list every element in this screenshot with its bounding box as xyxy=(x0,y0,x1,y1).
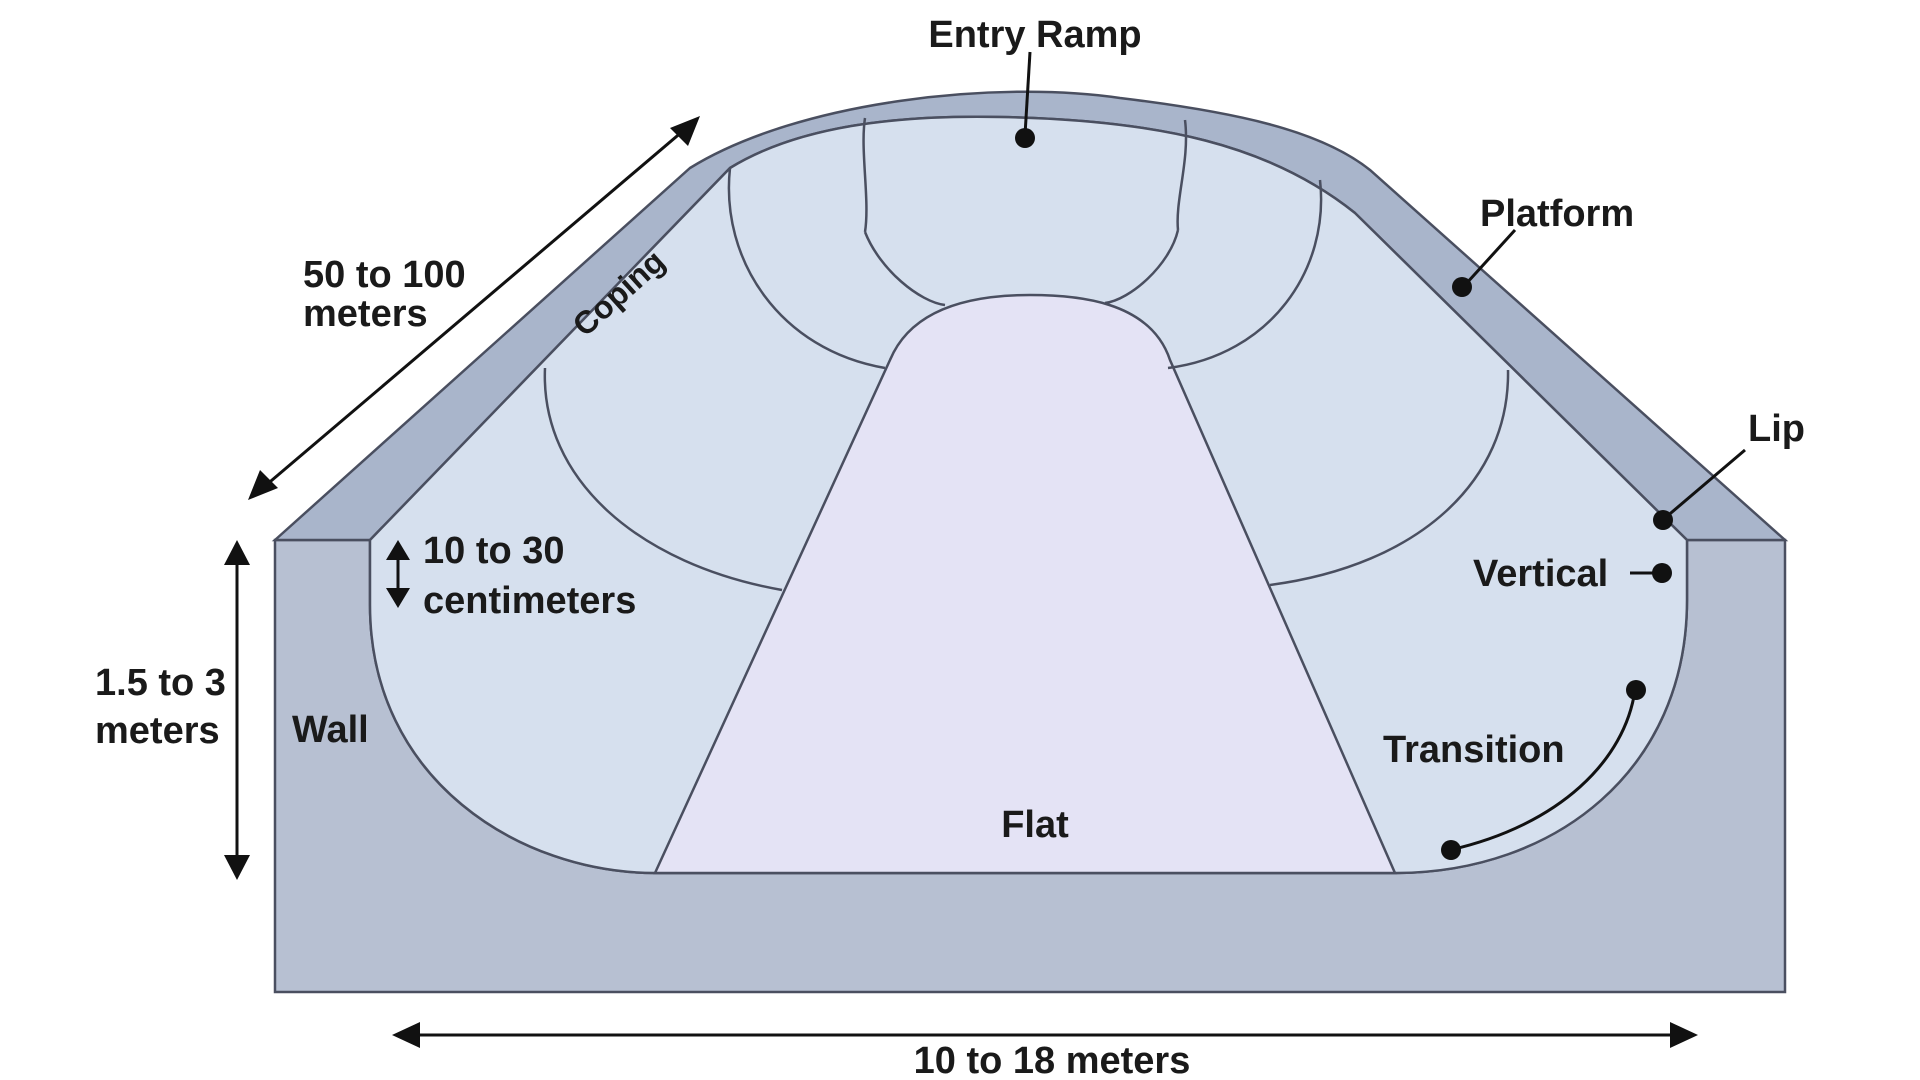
height-arrowhead-bottom xyxy=(224,855,250,880)
transition-dot-top xyxy=(1626,680,1646,700)
entry-ramp-leader xyxy=(1023,51,1032,136)
transition-seam xyxy=(1104,229,1180,305)
flat-bottom xyxy=(653,293,1397,875)
transition-seam xyxy=(1167,179,1323,370)
coping-dimension-label-2: centimeters xyxy=(423,580,636,622)
transition-seam xyxy=(863,231,946,307)
width-dimension-label: 10 to 18 meters xyxy=(914,1040,1191,1080)
entry-ramp-label: Entry Ramp xyxy=(928,14,1141,56)
flat-label: Flat xyxy=(1001,804,1069,846)
transition-seam xyxy=(1176,119,1188,231)
transition-arc xyxy=(1449,689,1637,852)
entry-ramp-dot xyxy=(1015,128,1035,148)
width-arrowhead-left xyxy=(392,1022,420,1048)
platform-label: Platform xyxy=(1480,193,1634,235)
vertical-label: Vertical xyxy=(1473,553,1608,595)
lip-leader xyxy=(1664,448,1746,520)
transition-seam xyxy=(543,367,783,592)
platform-leader xyxy=(1463,228,1517,287)
vertical-dot xyxy=(1652,563,1672,583)
length-dimension-label-1: 50 to 100 xyxy=(303,254,466,296)
height-arrowhead-top xyxy=(224,540,250,565)
length-arrowhead-top xyxy=(670,116,700,146)
wall-label: Wall xyxy=(292,709,369,751)
length-dimension-label-2: meters xyxy=(303,293,428,335)
length-dimension-arrow xyxy=(257,123,691,494)
height-dimension-label-2: meters xyxy=(95,710,220,752)
transition-label: Transition xyxy=(1383,729,1565,771)
coping-arrowhead-bottom xyxy=(386,588,410,608)
coping-arrowhead-top xyxy=(386,540,410,560)
transition-seam xyxy=(1269,369,1510,587)
height-dimension-label-1: 1.5 to 3 xyxy=(95,662,226,704)
lip-dot xyxy=(1653,510,1673,530)
platform-dot xyxy=(1452,277,1472,297)
lip-label: Lip xyxy=(1748,408,1805,450)
coping-dimension-label-1: 10 to 30 xyxy=(423,530,565,572)
width-arrowhead-right xyxy=(1670,1022,1698,1048)
transition-seam xyxy=(727,167,886,370)
transition-dot-bottom xyxy=(1441,840,1461,860)
transition-seam xyxy=(862,117,868,233)
length-arrowhead-bottom xyxy=(248,470,278,500)
